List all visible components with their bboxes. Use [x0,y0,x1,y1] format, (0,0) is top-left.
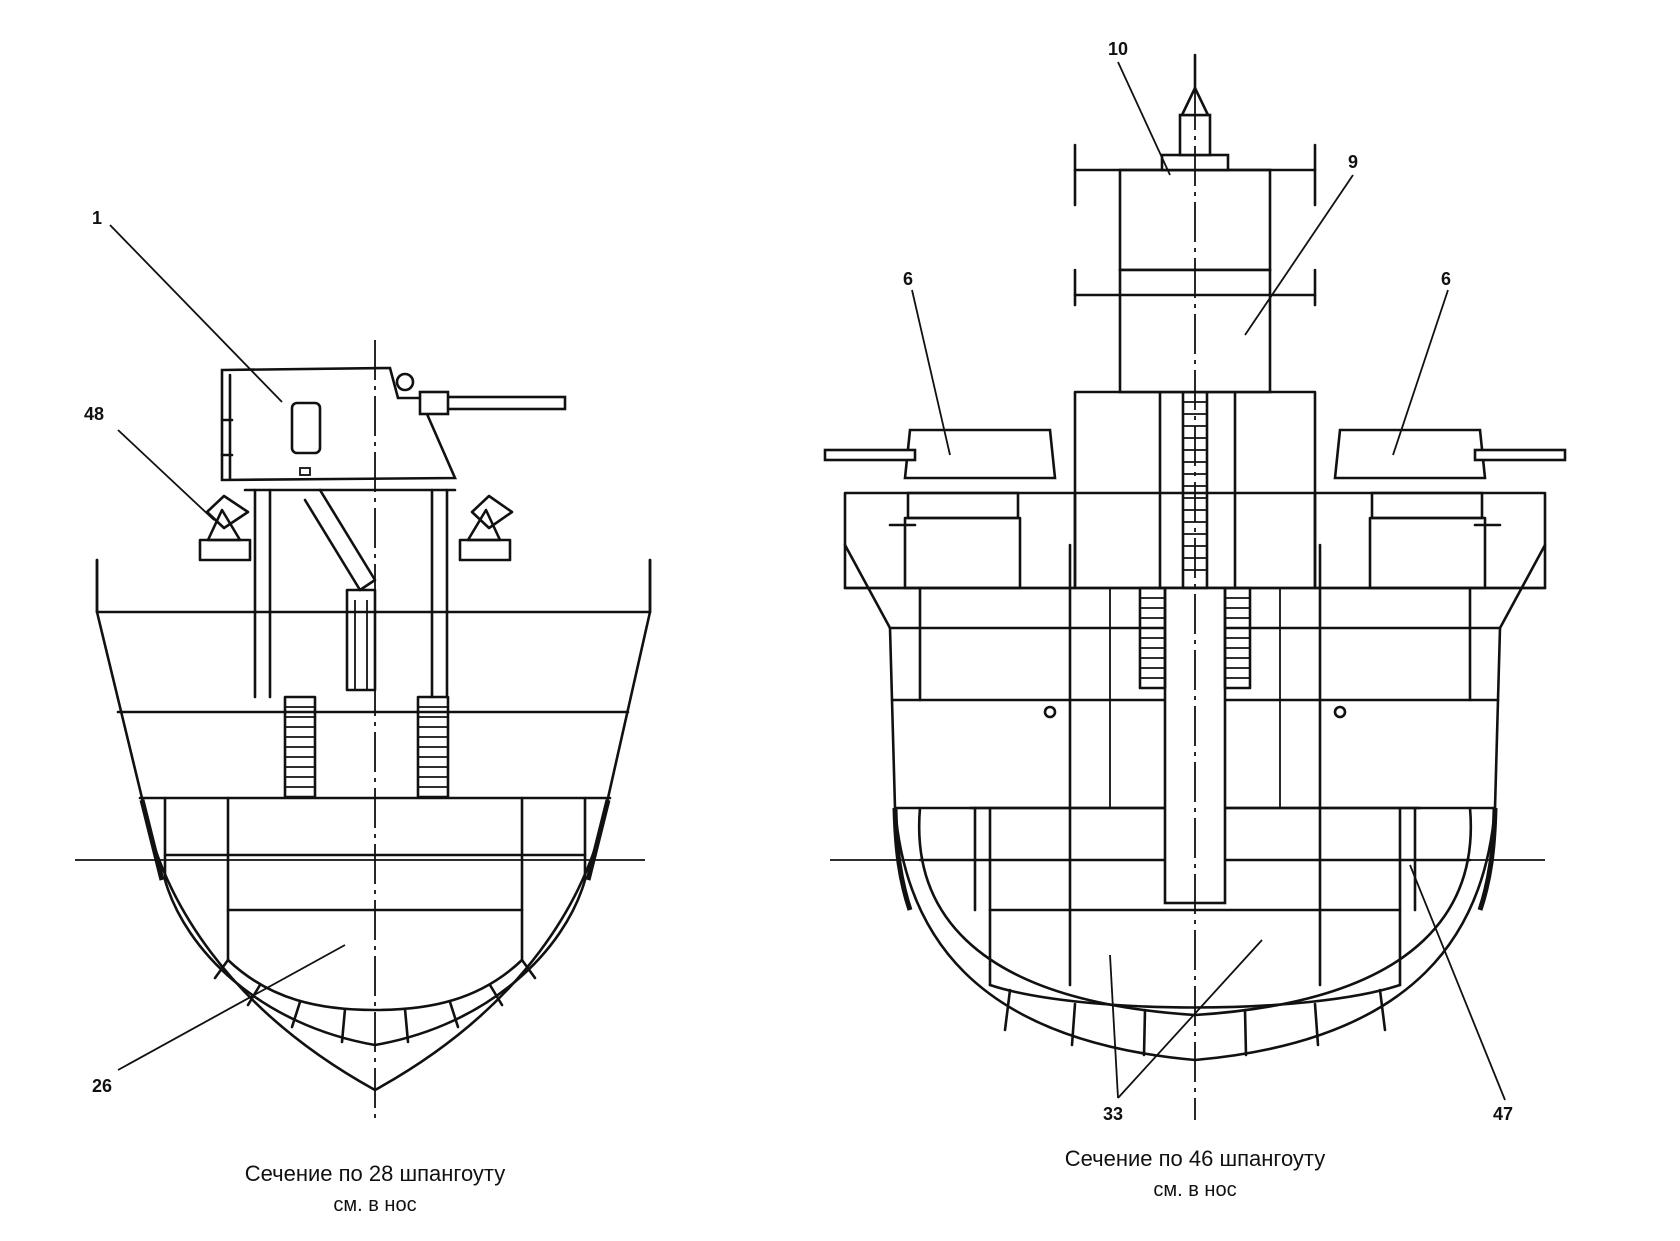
label-bottom: 26 [92,1076,112,1096]
label-tank: 47 [1493,1104,1513,1124]
label-searchlight: 48 [84,404,104,424]
label-turret-right: 6 [1441,269,1451,289]
left-caption-line1: Сечение по 28 шпангоуту [245,1161,506,1186]
label-turret: 1 [92,208,102,228]
left-hull-section [75,340,652,1120]
right-caption-line2: см. в нос [1153,1179,1236,1201]
right-hull-section [823,53,1567,1120]
label-turret-left: 6 [903,269,913,289]
right-caption-line1: Сечение по 46 шпангоуту [1065,1146,1326,1171]
label-mast-mid: 9 [1348,152,1358,172]
label-mast-top: 10 [1108,39,1128,59]
left-caption-line2: см. в нос [333,1194,416,1216]
label-double-bottom: 33 [1103,1104,1123,1124]
left-callouts: 1 48 26 Сечение по 28 шпангоуту см. в но… [84,208,505,1216]
right-callouts: 10 9 6 6 33 47 Сечение по 46 шпангоуту с… [903,39,1513,1201]
